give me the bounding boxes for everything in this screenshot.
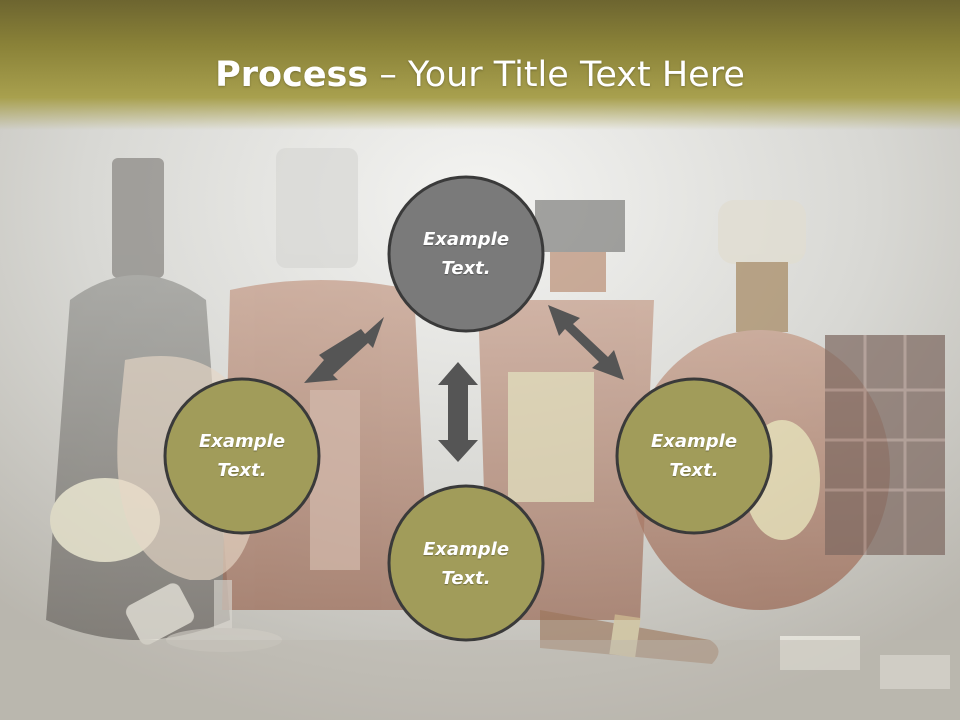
title-rest: – Your Title Text Here bbox=[368, 55, 745, 95]
arrow-top-left[interactable] bbox=[304, 317, 384, 383]
slide-title[interactable]: Process – Your Title Text Here bbox=[0, 52, 960, 98]
node-right-label: Example Text. bbox=[619, 427, 769, 485]
arrow-top-bottom[interactable] bbox=[438, 362, 478, 462]
chocolate-bar bbox=[825, 335, 945, 555]
arrow-top-right[interactable] bbox=[548, 305, 624, 380]
node-bottom-label: Example Text. bbox=[391, 535, 541, 593]
cigar bbox=[540, 610, 719, 664]
node-right-line2: Text. bbox=[669, 460, 719, 481]
reflection-surface bbox=[0, 640, 960, 720]
node-top-line1: Example bbox=[422, 229, 510, 250]
node-bottom-line1: Example bbox=[422, 539, 510, 560]
node-top-label: Example Text. bbox=[391, 225, 541, 283]
node-right[interactable] bbox=[615, 377, 773, 535]
title-band bbox=[0, 0, 960, 130]
node-left-line2: Text. bbox=[217, 460, 267, 481]
node-left[interactable] bbox=[163, 377, 321, 535]
node-left-label: Example Text. bbox=[167, 427, 317, 485]
node-top-line2: Text. bbox=[441, 258, 491, 279]
node-left-line1: Example bbox=[198, 431, 286, 452]
node-bottom-line2: Text. bbox=[441, 568, 491, 589]
node-bottom[interactable] bbox=[387, 484, 545, 642]
node-top[interactable] bbox=[387, 175, 545, 333]
title-bold: Process bbox=[215, 55, 369, 95]
node-right-line1: Example bbox=[650, 431, 738, 452]
white-chocolate bbox=[126, 583, 950, 689]
